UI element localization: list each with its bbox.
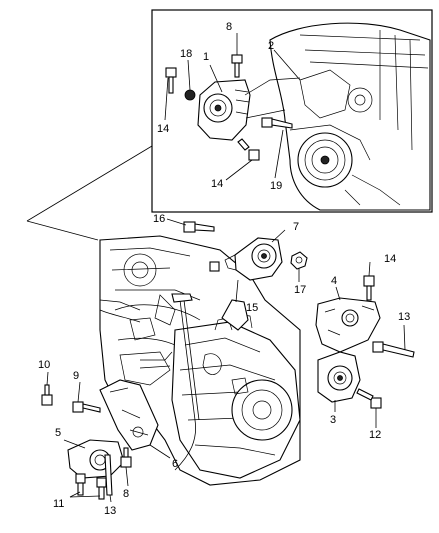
- mount-bracket-inset: [197, 77, 301, 141]
- bolt-12: [356, 388, 382, 409]
- bolt-14-inset-left: [165, 67, 177, 94]
- bolt-10: [41, 384, 53, 406]
- bolt-8-left: [120, 447, 132, 468]
- callout-15: 15: [246, 302, 258, 314]
- callout-17: 17: [294, 284, 306, 296]
- callout-7: 7: [293, 221, 299, 233]
- callout-11: 11: [53, 498, 64, 510]
- bracket-15: [221, 299, 249, 331]
- left-insulator-5: [67, 439, 125, 479]
- callout-8-inset: 8: [226, 21, 232, 33]
- nut-17: [290, 251, 308, 270]
- main-assembly-view: [41, 218, 415, 503]
- callout-14-inset-bottom: 14: [211, 178, 223, 190]
- bolt-13-right: [372, 341, 415, 358]
- callout-12: 12: [369, 429, 381, 441]
- bolt-14-inset-bottom: [237, 138, 260, 161]
- engine-block-inset: [269, 22, 431, 211]
- callout-13-right: 13: [398, 311, 410, 323]
- callout-19: 19: [270, 180, 282, 192]
- bolt-19: [261, 117, 293, 129]
- nut-upper-mount: [209, 261, 220, 272]
- callout-13-left: 13: [104, 505, 116, 517]
- bolt-14-right: [363, 275, 375, 301]
- right-mount-bracket-4: [315, 297, 381, 353]
- inset-detail-view: [26, 9, 433, 241]
- callout-9: 9: [73, 370, 79, 382]
- callout-16: 16: [153, 213, 165, 225]
- callout-5: 5: [55, 427, 61, 439]
- right-insulator-3: [317, 351, 361, 403]
- callout-14-right: 14: [384, 253, 396, 265]
- callout-8-left: 8: [123, 488, 129, 500]
- bolt-11-a: [75, 473, 86, 496]
- callout-2: 2: [268, 40, 274, 52]
- callout-14-inset-left: 14: [157, 123, 169, 135]
- callout-1: 1: [203, 51, 209, 63]
- bolt-9: [72, 401, 101, 413]
- washer-18: [184, 89, 196, 101]
- callout-18: 18: [180, 48, 192, 60]
- bolt-16: [183, 221, 215, 233]
- callout-4: 4: [331, 275, 337, 287]
- upper-mount-7: [224, 237, 283, 281]
- callout-10: 10: [38, 359, 50, 371]
- callout-3: 3: [330, 414, 336, 426]
- callout-labels: 1 2 8 18 14 14 19 16 7 17 15 14 4 13 3 1…: [38, 21, 410, 517]
- left-mount-bracket-6: [99, 379, 159, 451]
- callout-6: 6: [172, 458, 178, 470]
- bolt-13-left: [104, 454, 113, 496]
